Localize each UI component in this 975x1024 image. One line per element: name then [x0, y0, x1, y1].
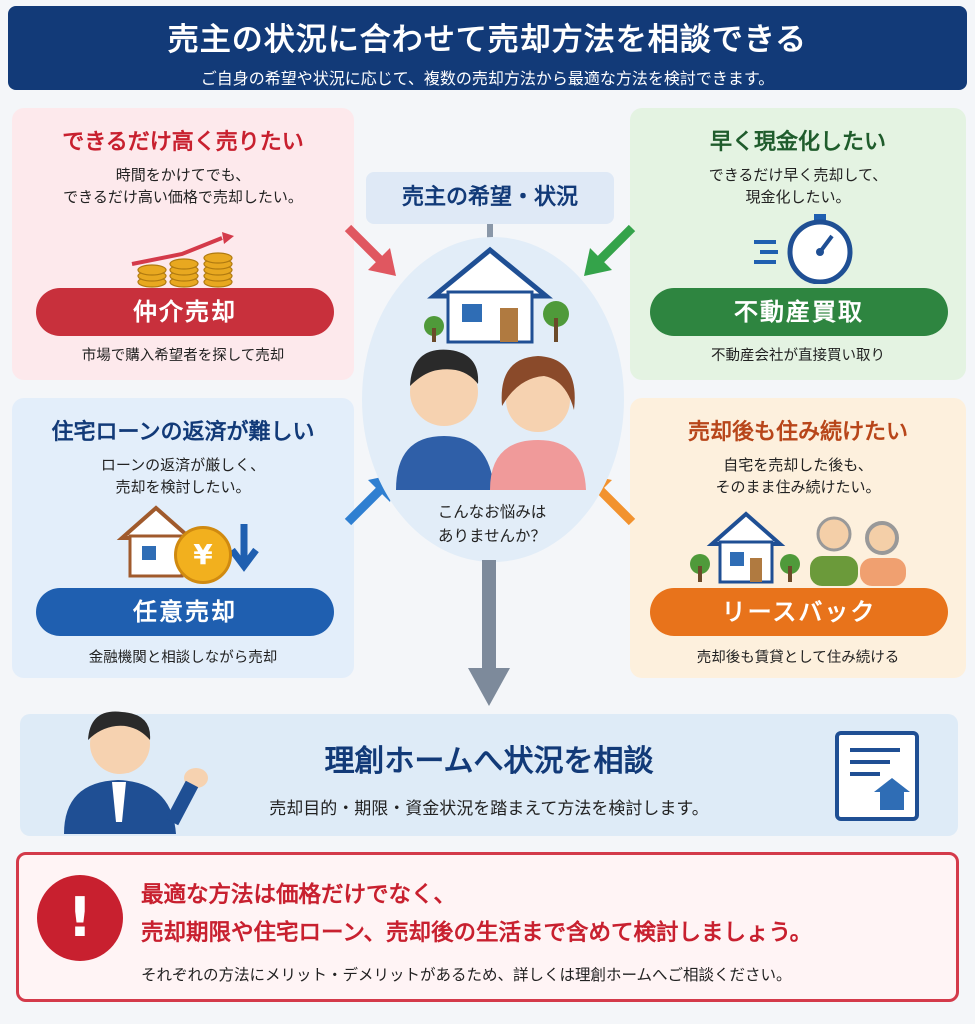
- card-desc-line: ローンの返済が厳しく、: [100, 456, 266, 474]
- page-subtitle: ご自身の希望や状況に応じて、複数の売却方法から最適な方法を検討できます。: [200, 69, 775, 88]
- connector-line: [487, 224, 493, 240]
- stopwatch-icon: [754, 214, 853, 284]
- rising-coins-icon: [131, 232, 234, 288]
- method-note: 売却後も賃貸として住み続ける: [696, 650, 900, 666]
- method-note: 市場で購入希望者を探して売却: [81, 348, 285, 364]
- method-note: 不動産会社が直接買い取り: [711, 348, 885, 364]
- method-pill-leaseback: リースバック: [650, 588, 948, 636]
- consult-title: 理創ホームへ状況を相談: [324, 744, 654, 779]
- card-desc-line: 売却を検討したい。: [115, 478, 251, 496]
- card-desc-line: 自宅を売却した後も、: [723, 456, 873, 474]
- arrow-left-down-icon: [584, 224, 636, 276]
- method-pill-brokerage: 仲介売却: [36, 288, 334, 336]
- center-question: こんなお悩みは ありませんか？: [392, 500, 592, 548]
- warning-note: それぞれの方法にメリット・デメリットがあるため、詳しくは理創ホームへご相談くださ…: [141, 966, 792, 984]
- consult-subtitle: 売却目的・期限・資金状況を踏まえて方法を検討します。: [269, 799, 709, 819]
- card-title: できるだけ高く売りたい: [62, 130, 304, 155]
- question-line: ありませんか？: [437, 527, 547, 545]
- card-description: できるだけ早く売却して、 現金化したい。: [630, 164, 966, 208]
- card-title: 住宅ローンの返済が難しい: [51, 420, 315, 445]
- document-house-icon: [835, 731, 919, 821]
- card-description: ローンの返済が厳しく、 売却を検討したい。: [12, 454, 354, 498]
- method-pill-direct-purchase: 不動産買取: [650, 288, 948, 336]
- card-title: 早く現金化したい: [709, 130, 886, 155]
- worried-couple-icon: [396, 349, 586, 490]
- arrow-right-down-icon: [344, 224, 396, 276]
- card-title: 売却後も住み続けたい: [687, 420, 908, 445]
- card-sell-high: できるだけ高く売りたい 時間をかけてでも、 できるだけ高い価格で売却したい。 仲…: [12, 108, 354, 380]
- card-desc-line: 現金化したい。: [745, 188, 851, 206]
- question-line: こんなお悩みは: [437, 503, 547, 521]
- card-desc-line: 時間をかけてでも、: [115, 166, 251, 184]
- method-pill-voluntary-sale: 任意売却: [36, 588, 334, 636]
- house-icon: [424, 246, 569, 344]
- yen-coin-icon: ¥: [174, 526, 232, 584]
- header-banner: 売主の状況に合わせて売却方法を相談できる ご自身の希望や状況に応じて、複数の売却…: [8, 6, 967, 90]
- card-loan-difficulty: 住宅ローンの返済が難しい ローンの返済が厳しく、 売却を検討したい。 ¥ 任意売…: [12, 398, 354, 678]
- elderly-couple-home-icon: [690, 511, 906, 586]
- card-desc-line: できるだけ早く売却して、: [708, 166, 888, 184]
- center-label: 売主の希望・状況: [366, 172, 614, 224]
- consult-panel: 理創ホームへ状況を相談 売却目的・期限・資金状況を踏まえて方法を検討します。: [20, 711, 958, 836]
- card-desc-line: できるだけ高い価格で売却したい。: [63, 188, 303, 206]
- exclamation-icon: !: [37, 875, 123, 961]
- card-description: 時間をかけてでも、 できるだけ高い価格で売却したい。: [12, 164, 354, 208]
- card-stay-after-sale: 売却後も住み続けたい 自宅を売却した後も、 そのまま住み続けたい。 リースバック…: [630, 398, 966, 678]
- house-icon: [116, 505, 259, 578]
- card-description: 自宅を売却した後も、 そのまま住み続けたい。: [630, 454, 966, 498]
- advisor-icon: [64, 711, 208, 834]
- card-desc-line: そのまま住み続けたい。: [715, 478, 881, 496]
- warning-line-2: 売却期限や住宅ローン、売却後の生活まで含めて検討しましょう。: [141, 920, 813, 946]
- warning-line-1: 最適な方法は価格だけでなく、: [141, 882, 457, 908]
- method-note: 金融機関と相談しながら売却: [88, 650, 278, 666]
- warning-box: ! 最適な方法は価格だけでなく、 売却期限や住宅ローン、売却後の生活まで含めて検…: [16, 852, 959, 1002]
- page-title: 売主の状況に合わせて売却方法を相談できる: [167, 22, 808, 58]
- card-quick-cash: 早く現金化したい できるだけ早く売却して、 現金化したい。 不動産買取 不動産会…: [630, 108, 966, 380]
- arrow-down-icon: [468, 560, 510, 706]
